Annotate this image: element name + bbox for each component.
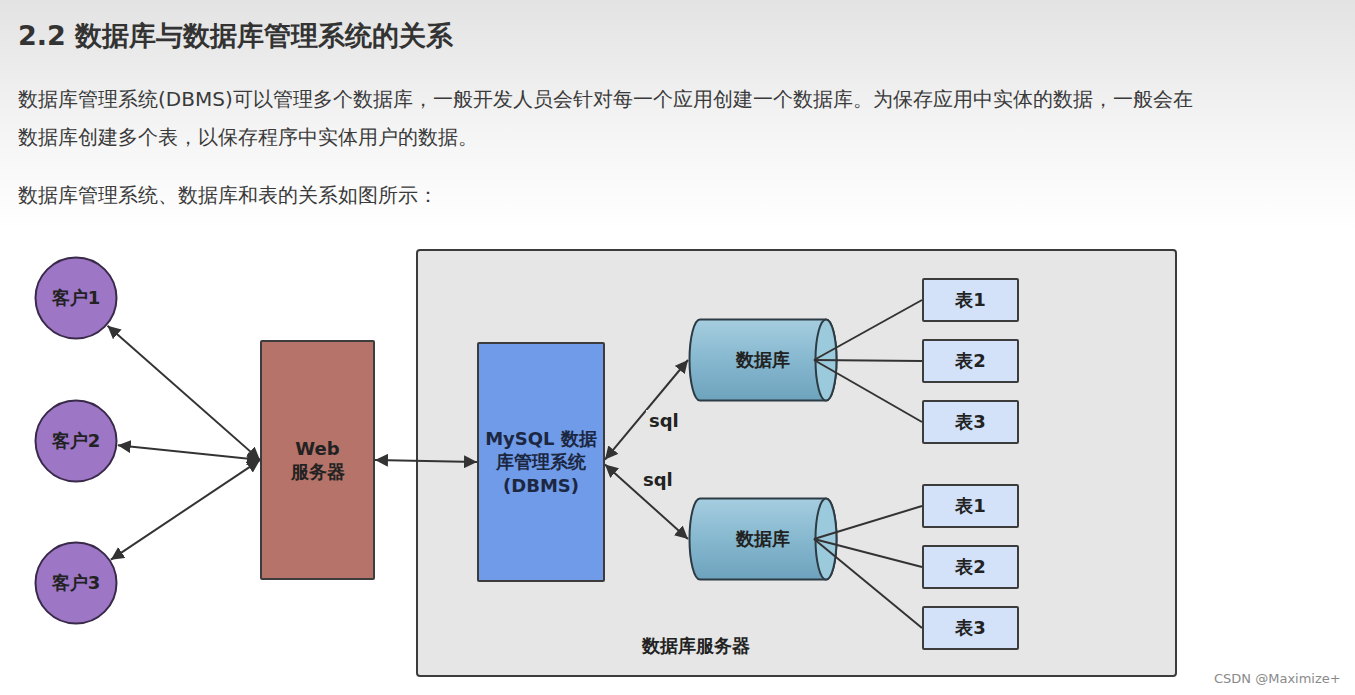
node-label: 数据库 [736,348,790,371]
node-label: 客户2 [52,429,101,452]
table-box: 表1 [922,484,1019,528]
edge-label: sql [640,469,676,491]
table-box: 表1 [922,278,1019,322]
node-label: 表2 [955,555,986,578]
client-circle: 客户1 [34,256,118,340]
node-label: 表1 [955,494,986,517]
db-server-box: 数据库服务器MySQL 数据库管理系统 (DBMS)数据库表1表2表3数据库表1… [416,249,1177,677]
edge-label: sql [646,410,682,432]
client-circle: 客户3 [34,541,118,625]
node-label: 表3 [955,410,986,433]
table-box: 表3 [922,606,1019,650]
connector-line [814,360,922,361]
cylinder-end [816,499,837,580]
dbms-box: MySQL 数据库管理系统 (DBMS) [477,342,605,582]
arrow-connector [111,460,260,560]
node-label: 表3 [955,616,986,639]
node-label: 表1 [955,288,986,311]
node-label: MySQL 数据库管理系统 (DBMS) [485,427,597,497]
node-label: 表2 [955,349,986,372]
cylinder-body [690,320,837,401]
table-box: 表2 [922,545,1019,589]
node-label: Web 服务器 [286,437,350,484]
node-label: 数据库 [736,527,790,550]
intro-paragraph: 数据库管理系统、数据库和表的关系如图所示： [18,176,1198,214]
cylinder-body [690,499,837,580]
circle-shape [36,543,117,624]
web-server-box: Web 服务器 [260,340,375,580]
client-circle: 客户2 [34,399,118,483]
circle-shape [36,258,117,339]
cylinder-end [816,320,837,401]
node-label: 数据库服务器 [642,634,750,657]
watermark: CSDN @Maximize+ [1214,670,1354,688]
node-label: 客户3 [52,571,101,594]
arrow-connector [118,445,260,460]
page-title: 2.2 数据库与数据库管理系统的关系 [18,18,453,54]
table-box: 表3 [922,400,1019,444]
table-box: 表2 [922,339,1019,383]
arrow-connector [108,326,260,460]
node-label: 客户1 [52,286,101,309]
intro-paragraph: 数据库管理系统(DBMS)可以管理多个数据库，一般开发人员会针对每一个应用创建一… [18,80,1198,156]
circle-shape [36,401,117,482]
